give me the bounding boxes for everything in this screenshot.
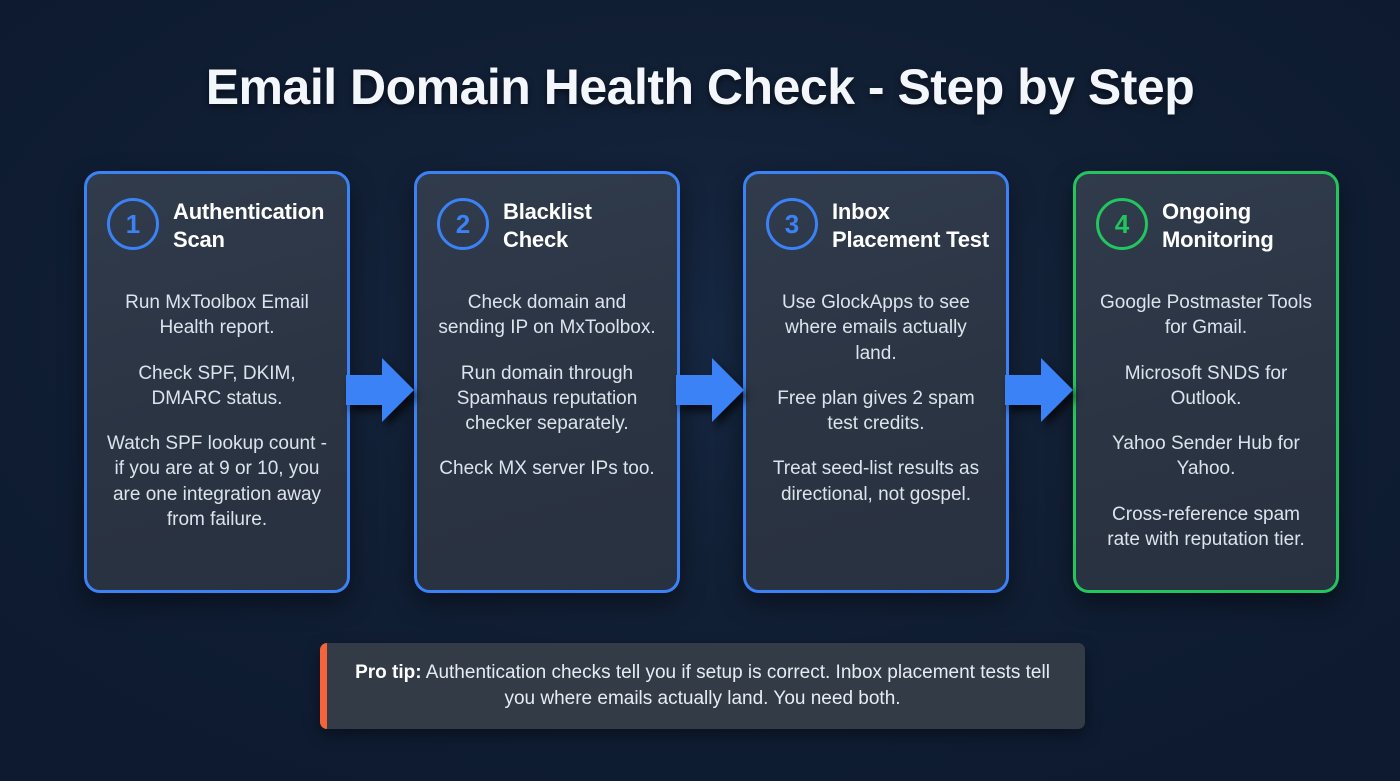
step-card-4[interactable]: 4 Ongoing Monitoring Google Postmaster T…	[1073, 171, 1339, 593]
step-card-2[interactable]: 2 Blacklist Check Check domain and sendi…	[414, 171, 680, 593]
step-4-bullet-4: Cross-reference spam rate with reputatio…	[1107, 503, 1305, 550]
step-4-bullet-2: Microsoft SNDS for Outlook.	[1124, 362, 1288, 409]
step-card-1-body: Run MxToolbox Email Health report. Check…	[103, 290, 331, 532]
step-number-badge-1: 1	[107, 198, 159, 250]
pro-tip-body: Authentication checks tell you if setup …	[421, 662, 1050, 709]
step-3-bullet-1: Use GlockApps to see where emails actual…	[782, 292, 970, 364]
step-card-1-header: 1 Authentication Scan	[103, 196, 331, 272]
step-title-4: Ongoing Monitoring	[1162, 199, 1274, 252]
step-1-bullet-1: Run MxToolbox Email Health report.	[125, 292, 309, 339]
step-card-2-header: 2 Blacklist Check	[433, 196, 661, 272]
step-card-4-body: Google Postmaster Tools for Gmail. Micro…	[1092, 290, 1320, 552]
steps-row: 1 Authentication Scan Run MxToolbox Emai…	[84, 171, 1342, 593]
step-2-bullet-1: Check domain and sending IP on MxToolbox…	[438, 292, 656, 339]
step-title-3: Inbox Placement Test	[832, 199, 989, 252]
arrow-right-icon-2	[676, 355, 744, 425]
step-1-bullet-2: Check SPF, DKIM, DMARC status.	[138, 362, 296, 409]
step-card-4-header: 4 Ongoing Monitoring	[1092, 196, 1320, 272]
step-2-bullet-3: Check MX server IPs too.	[439, 458, 655, 480]
step-3-bullet-3: Treat seed-list results as directional, …	[772, 458, 980, 505]
step-title-2: Blacklist Check	[503, 199, 592, 252]
pro-tip-accent-bar	[320, 643, 327, 729]
step-number-badge-3: 3	[766, 198, 818, 250]
step-card-2-body: Check domain and sending IP on MxToolbox…	[433, 290, 661, 482]
step-card-3-header: 3 Inbox Placement Test	[762, 196, 990, 272]
step-2-bullet-2: Run domain through Spamhaus reputation c…	[456, 362, 638, 435]
step-number-badge-2: 2	[437, 198, 489, 250]
step-card-1[interactable]: 1 Authentication Scan Run MxToolbox Emai…	[84, 171, 350, 593]
arrow-right-icon-1	[346, 355, 414, 425]
pro-tip-text: Pro tip: Authentication checks tell you …	[320, 660, 1085, 711]
step-1-bullet-3: Watch SPF lookup count - if you are at 9…	[107, 433, 328, 530]
step-title-1: Authentication Scan	[173, 199, 325, 252]
pro-tip-label: Pro tip:	[355, 662, 422, 684]
pro-tip-callout: Pro tip: Authentication checks tell you …	[320, 643, 1085, 729]
step-number-badge-4: 4	[1096, 198, 1148, 250]
step-4-bullet-3: Yahoo Sender Hub for Yahoo.	[1112, 433, 1300, 480]
step-card-3[interactable]: 3 Inbox Placement Test Use GlockApps to …	[743, 171, 1009, 593]
arrow-right-icon-3	[1005, 355, 1073, 425]
page-title: Email Domain Health Check - Step by Step	[205, 59, 1195, 115]
step-4-bullet-1: Google Postmaster Tools for Gmail.	[1100, 292, 1312, 339]
step-3-bullet-2: Free plan gives 2 spam test credits.	[777, 387, 975, 435]
step-card-3-body: Use GlockApps to see where emails actual…	[762, 290, 990, 507]
